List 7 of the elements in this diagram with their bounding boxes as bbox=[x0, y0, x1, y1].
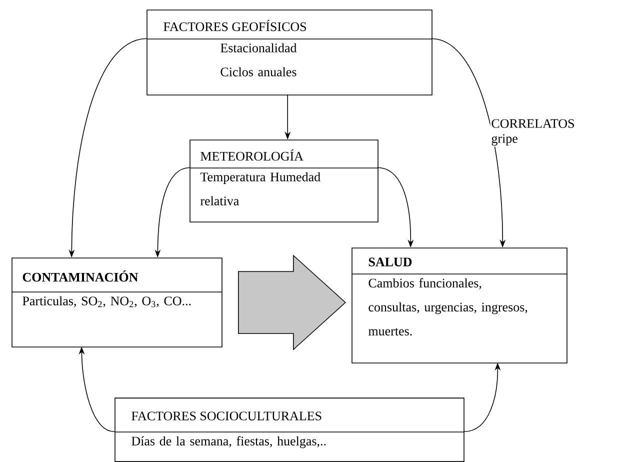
process-box: SALUD Cambios funcionales, consultas, urgencias, ingresos, muertes. bbox=[352, 248, 568, 364]
edge-label: CORRELATOS gripe bbox=[492, 119, 574, 146]
process-box: CONTAMINACIÓN Particulas, SO$_{2}$, NO$_{2}$, O$_{3}$, CO... bbox=[12, 258, 222, 348]
process-box: FACTORES SOCIOCULTURALES Días de la semana, fiestas, huelgas,.. bbox=[114, 398, 464, 462]
block-arrow bbox=[238, 254, 346, 350]
process-box: METEOROLOGÍA Temperatura Humedad relativa bbox=[190, 140, 378, 222]
process-box: FACTORES GEOFÍSICOS Estacionalidad Ciclos anuales bbox=[146, 10, 432, 96]
